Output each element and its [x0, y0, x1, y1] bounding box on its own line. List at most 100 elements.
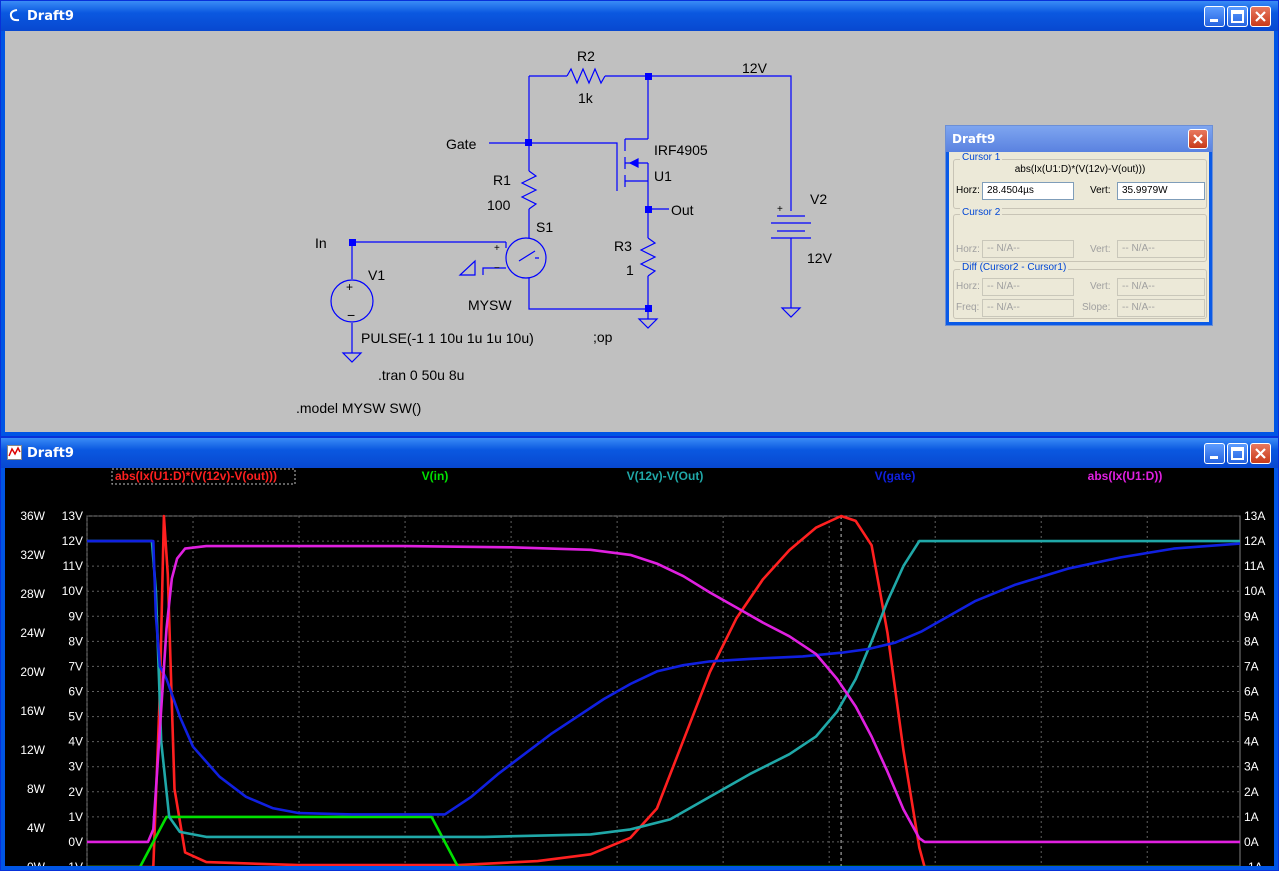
out-label[interactable]: Out — [671, 202, 694, 218]
r3-value[interactable]: 1 — [626, 262, 634, 278]
r3-name[interactable]: R3 — [614, 238, 632, 254]
y-left-w-tick-label: 24W — [20, 626, 45, 640]
r2-value[interactable]: 1k — [578, 90, 593, 106]
ltspice-icon — [9, 9, 20, 22]
schematic-titlebar[interactable]: Draft9 — [1, 1, 1278, 31]
y-left-w-tick-label: 4W — [27, 821, 46, 835]
diff-vert-label: Vert: — [1090, 281, 1111, 292]
cursor-dialog-close-button[interactable] — [1188, 129, 1208, 149]
svg-text:+: + — [777, 204, 783, 215]
y-right-a-tick-label: 2A — [1244, 785, 1259, 799]
legend-active-box — [111, 468, 296, 485]
y-left-v-tick-label: 3V — [68, 760, 83, 774]
legend-label-3: V(gate) — [875, 469, 916, 483]
y-left-v-tick-label: 0V — [68, 835, 83, 849]
y-right-a-tick-label: 9A — [1244, 609, 1259, 623]
minimize-button[interactable] — [1204, 6, 1225, 27]
in-label[interactable]: In — [315, 235, 327, 251]
y-left-v-tick-label: 2V — [68, 785, 83, 799]
diff-horz-label: Horz: — [956, 281, 980, 292]
r1-value[interactable]: 100 — [487, 197, 511, 213]
y-left-v-tick-label: 6V — [68, 685, 83, 699]
close-button[interactable] — [1250, 6, 1271, 27]
cursor2-vert-field: -- N/A-- — [1117, 240, 1205, 258]
cursor-dialog: Draft9 Cursor 1 abs(Ix(U1:D)*(V(12v)-V(o… — [945, 125, 1213, 326]
diff-group-title: Diff (Cursor2 - Cursor1) — [960, 262, 1069, 273]
y-left-w-tick-label: 20W — [20, 665, 45, 679]
trace-4 — [87, 544, 1240, 844]
waveform-title: Draft9 — [27, 446, 74, 461]
y-right-a-tick-label: 5A — [1244, 710, 1259, 724]
mysw-label[interactable]: MYSW — [468, 297, 512, 313]
y-left-v-tick-label: 7V — [68, 659, 83, 673]
trace-1 — [87, 815, 1240, 866]
waveform-chart[interactable]: 0µs4µs8µs12µs16µs20µs24µs28µs32µs36µs40µ… — [5, 468, 1274, 866]
y-left-v-tick-label: 8V — [68, 634, 83, 648]
cursor2-horz-field: -- N/A-- — [982, 240, 1074, 258]
y-left-w-tick-label: 32W — [20, 548, 45, 562]
cursor1-horz-field[interactable]: 28.4504µs — [982, 182, 1074, 200]
y-left-v-tick-label: 10V — [62, 584, 83, 598]
maximize-icon — [1231, 447, 1244, 460]
y-left-v-tick-label: 13V — [62, 509, 83, 523]
minimize-icon — [1210, 456, 1218, 459]
waveform-close-button[interactable] — [1250, 443, 1271, 464]
waveform-minimize-button[interactable] — [1204, 443, 1225, 464]
svg-text:−: − — [494, 263, 500, 274]
v1-name[interactable]: V1 — [368, 267, 386, 283]
y-left-v-tick-label: 11V — [63, 559, 83, 573]
cursor2-group: Cursor 2 Horz: -- N/A-- Vert: -- N/A-- — [953, 207, 1207, 262]
y-right-a-tick-label: 4A — [1244, 735, 1259, 749]
cursor1-group: Cursor 1 abs(Ix(U1:D)*(V(12v)-V(out))) H… — [953, 152, 1207, 209]
cursor-dialog-body: Cursor 1 abs(Ix(U1:D)*(V(12v)-V(out))) H… — [949, 152, 1209, 322]
maximize-icon — [1231, 10, 1244, 23]
y-left-w-tick-label: 8W — [27, 782, 46, 796]
legend-label-1: V(in) — [422, 469, 449, 483]
u1-model[interactable]: IRF4905 — [654, 142, 708, 158]
waveform-plot-area[interactable]: 0µs4µs8µs12µs16µs20µs24µs28µs32µs36µs40µ… — [5, 468, 1274, 866]
y-left-v-tick-label: 1V — [68, 810, 83, 824]
gate-label[interactable]: Gate — [446, 136, 477, 152]
switch-s1 — [505, 237, 547, 279]
minimize-icon — [1210, 19, 1218, 22]
cursor1-group-title: Cursor 1 — [960, 152, 1003, 163]
diff-horz-field: -- N/A-- — [982, 278, 1074, 296]
y-right-a-tick-label: 8A — [1244, 634, 1259, 648]
cursor-dialog-titlebar[interactable]: Draft9 — [946, 126, 1212, 152]
mosfet-u1 — [616, 138, 649, 209]
close-icon — [1193, 134, 1203, 144]
svg-text:+: + — [346, 280, 353, 294]
waveform-titlebar[interactable]: Draft9 — [1, 438, 1278, 468]
net-12v-label[interactable]: 12V — [742, 60, 767, 76]
y-left-v-tick-label: 12V — [62, 534, 83, 548]
legend-label-0: abs(Ix(U1:D)*(V(12v)-V(out))) — [115, 469, 277, 483]
trace-3 — [87, 539, 1241, 816]
y-right-a-tick-label: 12A — [1244, 534, 1265, 548]
close-icon — [1255, 11, 1266, 22]
schematic-drawing: + − + − + — [330, 67, 811, 363]
y-right-a-tick-label: 1A — [1244, 810, 1259, 824]
maximize-button[interactable] — [1227, 6, 1248, 27]
model-directive[interactable]: .model MYSW SW() — [296, 400, 422, 416]
cursor1-expression: abs(Ix(U1:D)*(V(12v)-V(out))) — [1014, 164, 1146, 175]
r1-resistor — [520, 170, 538, 210]
waveform-maximize-button[interactable] — [1227, 443, 1248, 464]
r1-name[interactable]: R1 — [493, 172, 511, 188]
y-left-w-tick-label: 36W — [20, 509, 45, 523]
cursor1-vert-label: Vert: — [1090, 185, 1111, 196]
pulse-directive[interactable]: PULSE(-1 1 10u 1u 1u 10u) — [361, 330, 534, 346]
y-left-w-tick-label: 0W — [27, 860, 46, 866]
close-icon — [1255, 448, 1266, 459]
tran-directive[interactable]: .tran 0 50u 8u — [378, 367, 465, 383]
cursor1-vert-field[interactable]: 35.9979W — [1117, 182, 1205, 200]
diff-vert-field: -- N/A-- — [1117, 278, 1205, 296]
op-directive[interactable]: ;op — [593, 329, 613, 345]
s1-name[interactable]: S1 — [536, 219, 554, 235]
y-right-a-tick-label: -1A — [1244, 860, 1263, 866]
cursor-dialog-title: Draft9 — [952, 132, 996, 146]
v2-value[interactable]: 12V — [807, 250, 832, 266]
r2-name[interactable]: R2 — [577, 48, 595, 64]
u1-name[interactable]: U1 — [654, 168, 672, 184]
v2-name[interactable]: V2 — [810, 191, 828, 207]
legend-label-2: V(12v)-V(Out) — [627, 469, 704, 483]
